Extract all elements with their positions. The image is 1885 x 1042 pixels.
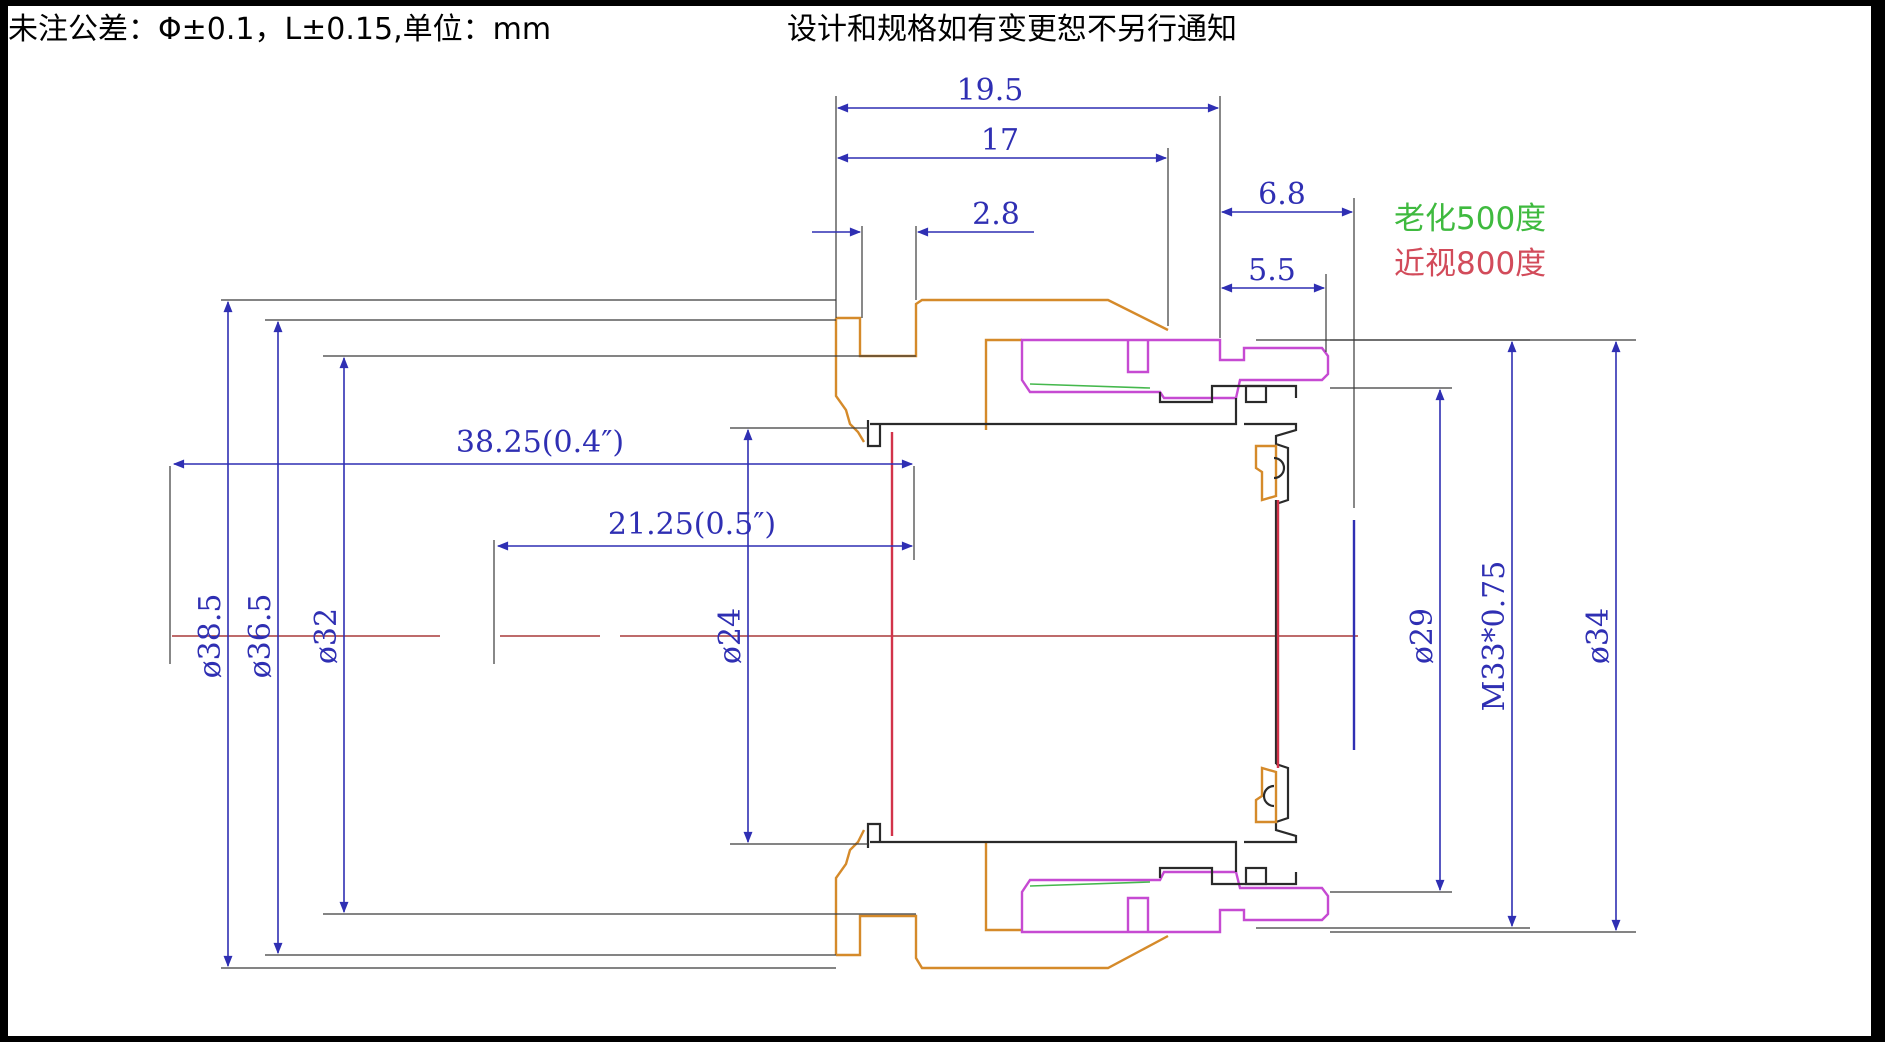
dim-2-8-label: 2.8 — [972, 197, 1020, 232]
extension-lines — [169, 96, 1636, 969]
dia-36-5-label: ø36.5 — [243, 594, 278, 679]
lens-edges — [890, 432, 1280, 836]
dia-38-5-label: ø38.5 — [193, 594, 228, 679]
housing-top — [834, 298, 1169, 443]
retainer-top — [1020, 338, 1330, 400]
dim-6-8-label: 6.8 — [1258, 177, 1306, 212]
dim-17-label: 17 — [981, 123, 1019, 158]
housing-bottom — [834, 829, 1169, 970]
myopia-label: 近视800度 — [1394, 246, 1546, 282]
dia-29-label: ø29 — [1405, 608, 1440, 664]
dia-34-label: ø34 — [1581, 608, 1616, 664]
dia-32-label: ø32 — [309, 608, 344, 664]
thread-spec-label: M33*0.75 — [1477, 561, 1512, 712]
dimension-lines — [172, 103, 1621, 968]
dia-24-label: ø24 — [713, 608, 748, 664]
dim-38-25-label: 38.25(0.4″) — [456, 425, 624, 460]
tolerance-note: 未注公差：Φ±0.1，L±0.15,单位：mm — [8, 12, 552, 47]
dim-5-5-label: 5.5 — [1248, 253, 1296, 288]
dim-21-25-label: 21.25(0.5″) — [608, 507, 776, 542]
dim-19-5-label: 19.5 — [957, 73, 1024, 108]
presbyopia-label: 老化500度 — [1394, 201, 1546, 237]
change-notice: 设计和规格如有变更恕不另行通知 — [787, 12, 1237, 47]
retainer-bottom — [1020, 870, 1330, 934]
inner-barrel — [866, 384, 1298, 886]
